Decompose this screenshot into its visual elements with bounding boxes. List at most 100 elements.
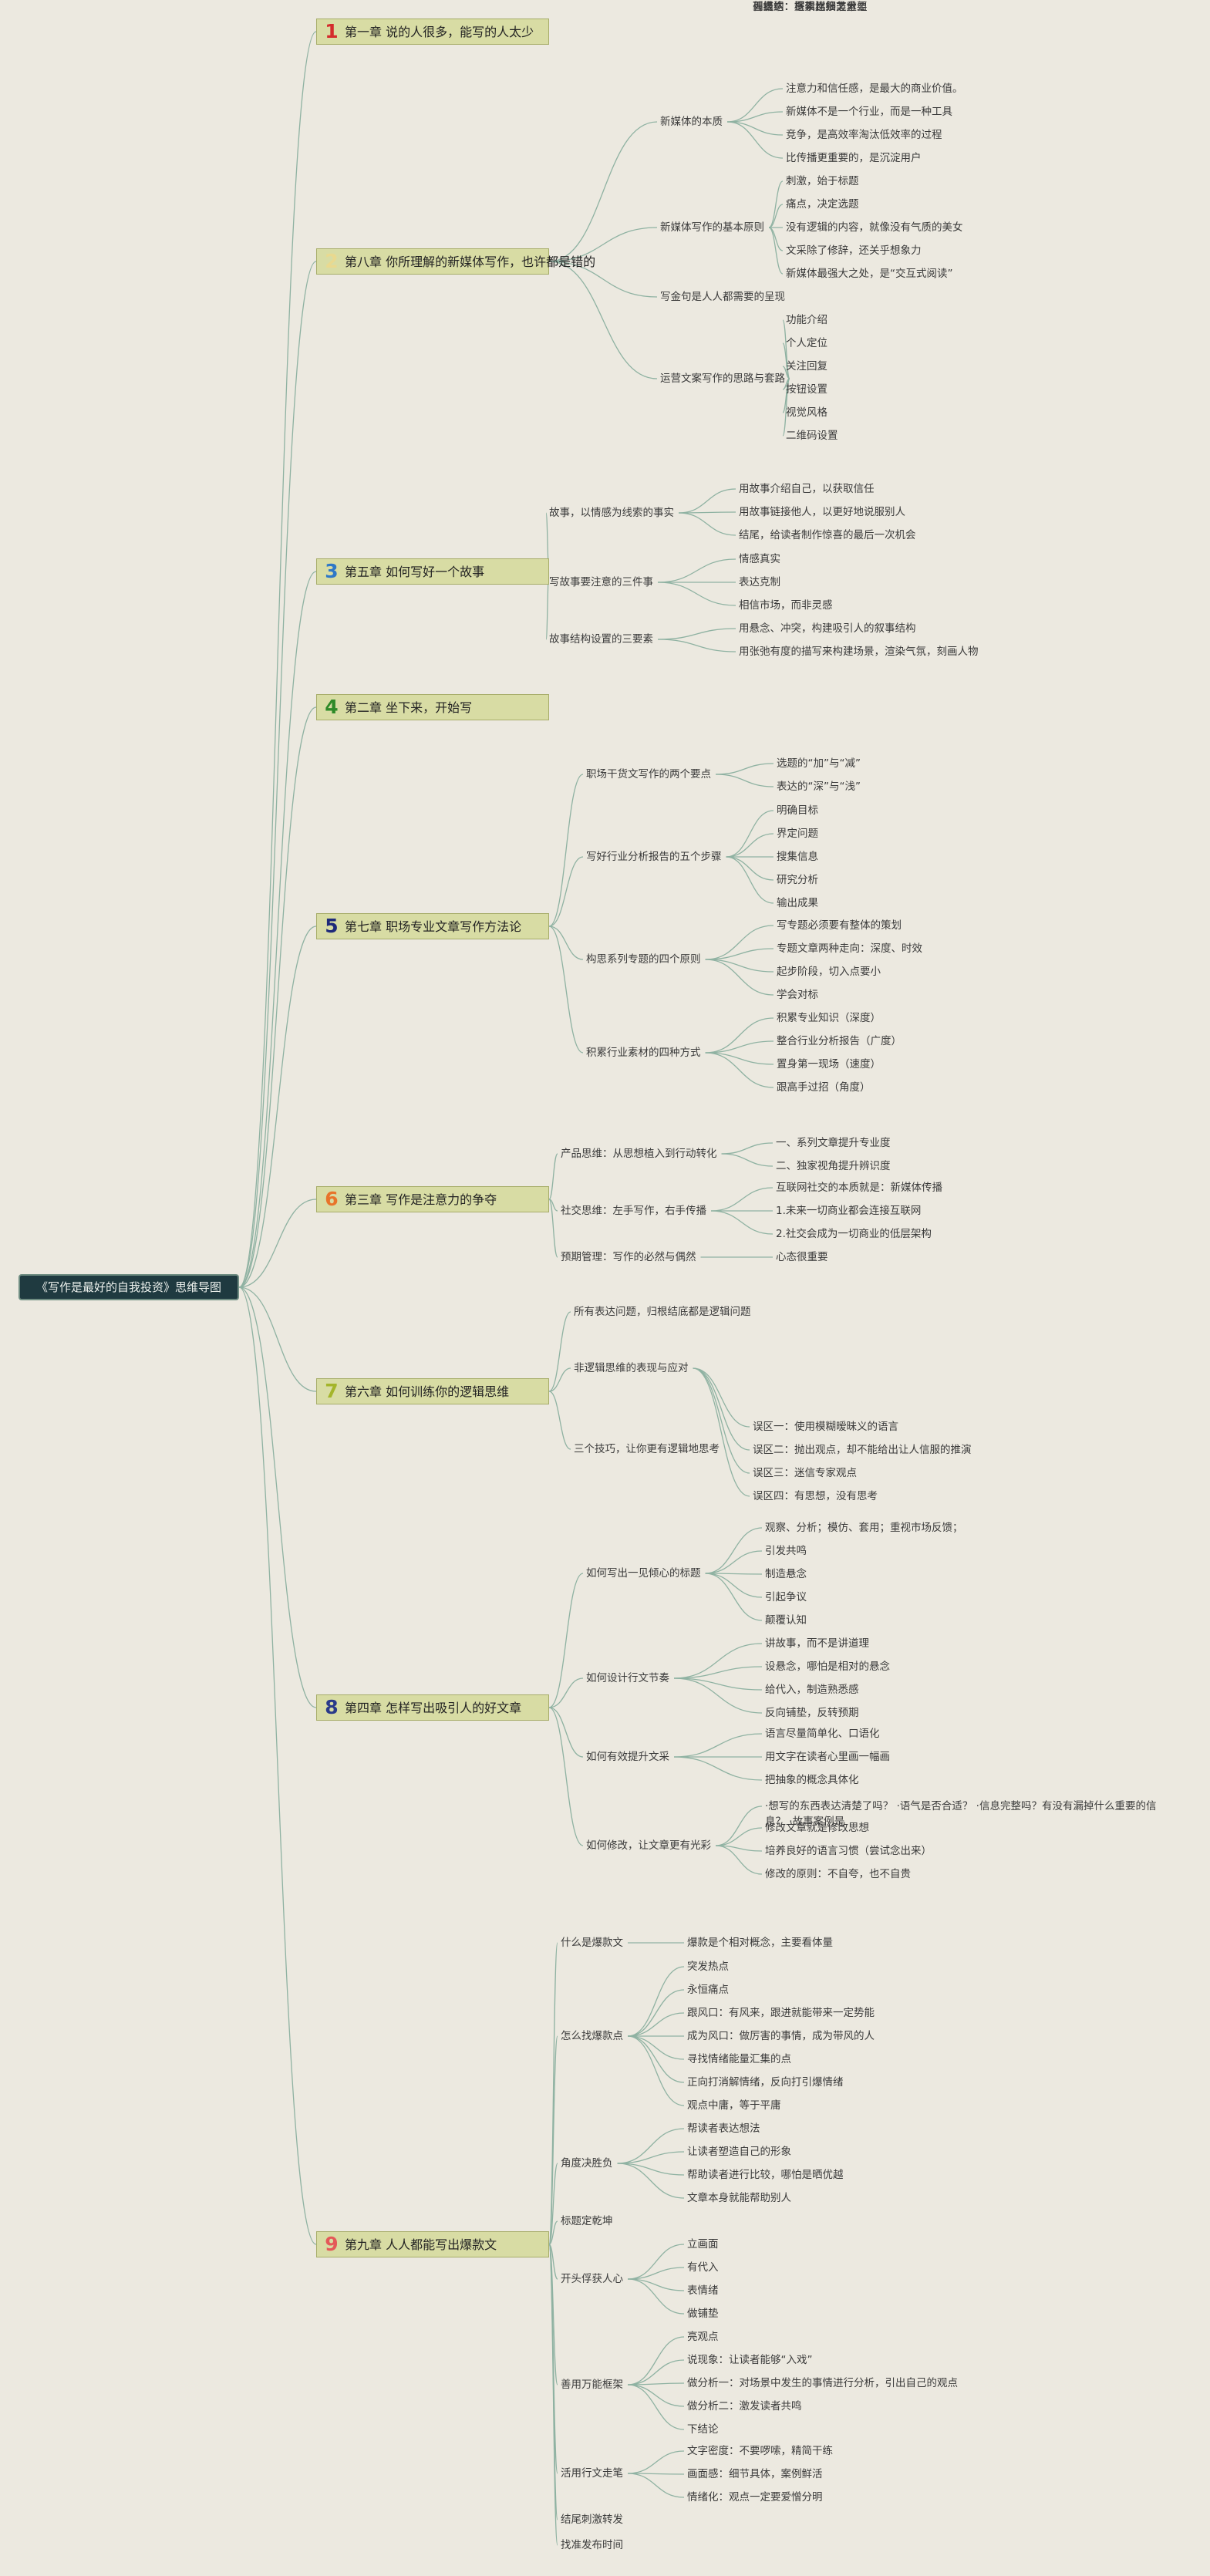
point-node[interactable]: 误区四：有思想，没有思考 [753, 1490, 878, 1502]
point-node[interactable]: 搜集信息 [777, 851, 818, 863]
point-node[interactable]: 爆款是个相对概念，主要看体量 [687, 1937, 833, 1949]
point-node[interactable]: 关注回复 [786, 360, 827, 373]
point-node[interactable]: 跟风口：有风来，跟进就能带来一定势能 [687, 2007, 875, 2019]
point-node[interactable]: 正向打消解情绪，反向打引爆情绪 [687, 2076, 844, 2089]
point-node[interactable]: 一、系列文章提升专业度 [776, 1137, 891, 1149]
point-node[interactable]: 选题的“加”与“减” [777, 757, 861, 770]
point-node[interactable]: 学会对标 [777, 989, 818, 1001]
point-node[interactable]: 善表达：逻辑连接之术 [753, 1, 857, 13]
point-node[interactable]: 跟高手过招（角度） [777, 1081, 871, 1094]
point-node[interactable]: 注意力和信任感，是最大的商业价值。 [786, 83, 963, 95]
point-node[interactable]: 讲故事，而不是讲道理 [765, 1637, 869, 1650]
point-node[interactable]: 新媒体最强大之处，是“交互式阅读” [786, 268, 953, 280]
topic-node[interactable]: 产品思维：从思想植入到行动转化 [561, 1148, 717, 1160]
point-node[interactable]: 写专题必须要有整体的策划 [777, 919, 902, 932]
point-node[interactable]: 表达的“深”与“浅” [777, 781, 861, 793]
point-node[interactable]: 新媒体不是一个行业，而是一种工具 [786, 106, 952, 118]
point-node[interactable]: 输出成果 [777, 897, 818, 909]
point-node[interactable]: 修改的原则：不自夸，也不自贵 [765, 1868, 911, 1880]
point-node[interactable]: 引发共鸣 [765, 1545, 807, 1557]
point-node[interactable]: 文章本身就能帮助别人 [687, 2192, 791, 2204]
topic-node[interactable]: 结尾刺激转发 [561, 2514, 623, 2526]
topic-node[interactable]: 预期管理：写作的必然与偶然 [561, 1251, 696, 1263]
topic-node[interactable]: 新媒体的本质 [660, 116, 723, 128]
point-node[interactable]: 做分析一：对场景中发生的事情进行分析，引出自己的观点 [687, 2377, 958, 2389]
point-node[interactable]: 永恒痛点 [687, 1984, 729, 1996]
point-node[interactable]: 痛点，决定选题 [786, 198, 859, 211]
point-node[interactable]: 培养良好的语言习惯（尝试念出来） [765, 1845, 932, 1857]
point-node[interactable]: 成为风口：做厉害的事情，成为带风的人 [687, 2030, 875, 2042]
topic-node[interactable]: 职场干货文写作的两个要点 [586, 768, 711, 781]
point-node[interactable]: 个人定位 [786, 337, 827, 349]
topic-node[interactable]: 如何有效提升文采 [586, 1751, 669, 1763]
point-node[interactable]: 积累专业知识（深度） [777, 1012, 881, 1024]
topic-node[interactable]: 故事结构设置的三要素 [549, 633, 653, 646]
point-node[interactable]: 表情绪 [687, 2284, 719, 2297]
topic-node[interactable]: 非逻辑思维的表现与应对 [574, 1362, 689, 1374]
topic-node[interactable]: 所有表达问题，归根结底都是逻辑问题 [574, 1306, 751, 1318]
point-node[interactable]: 误区三：迷信专家观点 [753, 1467, 857, 1479]
point-node[interactable]: 文字密度：不要啰嗦，精简干练 [687, 2445, 833, 2457]
topic-node[interactable]: 如何设计行文节奏 [586, 1672, 669, 1684]
point-node[interactable]: 研究分析 [777, 874, 818, 886]
point-node[interactable]: 误区二：抛出观点，却不能给出让人信服的推演 [753, 1444, 972, 1456]
point-node[interactable]: 修改文章就是修改思想 [765, 1822, 869, 1834]
point-node[interactable]: 把抽象的概念具体化 [765, 1774, 859, 1786]
point-node[interactable]: 刺激，始于标题 [786, 175, 859, 187]
point-node[interactable]: 文采除了修辞，还关乎想象力 [786, 244, 922, 257]
point-node[interactable]: 突发热点 [687, 1961, 729, 1973]
topic-node[interactable]: 积累行业素材的四种方式 [586, 1047, 701, 1059]
point-node[interactable]: 置身第一现场（速度） [777, 1058, 881, 1071]
point-node[interactable]: 情感真实 [739, 553, 780, 565]
topic-node[interactable]: 善用万能框架 [561, 2379, 623, 2391]
topic-node[interactable]: 活用行文走笔 [561, 2467, 623, 2480]
point-node[interactable]: 误区一：使用模糊暧昧义的语言 [753, 1421, 898, 1433]
point-node[interactable]: 二维码设置 [786, 430, 838, 442]
topic-node[interactable]: 运营文案写作的思路与套路 [660, 373, 785, 385]
topic-node[interactable]: 写故事要注意的三件事 [549, 576, 653, 588]
topic-node[interactable]: 社交思维：左手写作，右手传播 [561, 1205, 706, 1217]
point-node[interactable]: 做铺垫 [687, 2308, 719, 2320]
topic-node[interactable]: 故事，以情感为线索的事实 [549, 507, 674, 519]
point-node[interactable]: 用故事介绍自己，以获取信任 [739, 483, 875, 495]
point-node[interactable]: 用悬念、冲突，构建吸引人的叙事结构 [739, 622, 916, 635]
point-node[interactable]: 亮观点 [687, 2331, 719, 2343]
topic-node[interactable]: 开头俘获人心 [561, 2273, 623, 2285]
point-node[interactable]: 竞争，是高效率淘汰低效率的过程 [786, 129, 942, 141]
point-node[interactable]: ·想写的东西表达清楚了吗？ ·语气是否合适？ ·信息完整吗？有没有漏掉什么重要的… [765, 1800, 1157, 1828]
point-node[interactable]: 按钮设置 [786, 383, 827, 396]
topic-node[interactable]: 怎么找爆款点 [561, 2030, 623, 2042]
root-node[interactable]: 《写作是最好的自我投资》思维导图 [19, 1274, 239, 1300]
point-node[interactable]: 观察、分析；模仿、套用；重视市场反馈； [765, 1522, 963, 1534]
point-node[interactable]: 相信市场，而非灵感 [739, 599, 833, 612]
point-node[interactable]: 让读者塑造自己的形象 [687, 2146, 791, 2158]
point-node[interactable]: 反向铺垫，反转预期 [765, 1707, 859, 1719]
point-node[interactable]: 做分析二：激发读者共鸣 [687, 2400, 802, 2412]
point-node[interactable]: 视觉风格 [786, 406, 827, 419]
point-node[interactable]: 立画面 [687, 2238, 719, 2251]
topic-node[interactable]: 标题定乾坤 [561, 2215, 613, 2227]
point-node[interactable]: 用文字在读者心里画一幅画 [765, 1751, 890, 1763]
point-node[interactable]: 说现象：让读者能够“入戏” [687, 2354, 813, 2366]
topic-node[interactable]: 三个技巧，让你更有逻辑地思考 [574, 1443, 720, 1455]
point-node[interactable]: 明确目标 [777, 804, 818, 817]
point-node[interactable]: 下结论 [687, 2423, 719, 2436]
topic-node[interactable]: 找准发布时间 [561, 2539, 623, 2551]
point-node[interactable]: 起步阶段，切入点要小 [777, 966, 881, 978]
point-node[interactable]: 心态很重要 [776, 1251, 828, 1263]
point-node[interactable]: 寻找情绪能量汇集的点 [687, 2053, 791, 2065]
point-node[interactable]: 整合行业分析报告（广度） [777, 1035, 902, 1047]
topic-node[interactable]: 写好行业分析报告的五个步骤 [586, 851, 722, 863]
point-node[interactable]: 帮助读者进行比较，哪怕是晒优越 [687, 2169, 844, 2181]
point-node[interactable]: 情绪化：观点一定要爱憎分明 [687, 2491, 823, 2504]
point-node[interactable]: 界定问题 [777, 828, 818, 840]
point-node[interactable]: 列提纲：将素材归类分组 [753, 1, 868, 13]
